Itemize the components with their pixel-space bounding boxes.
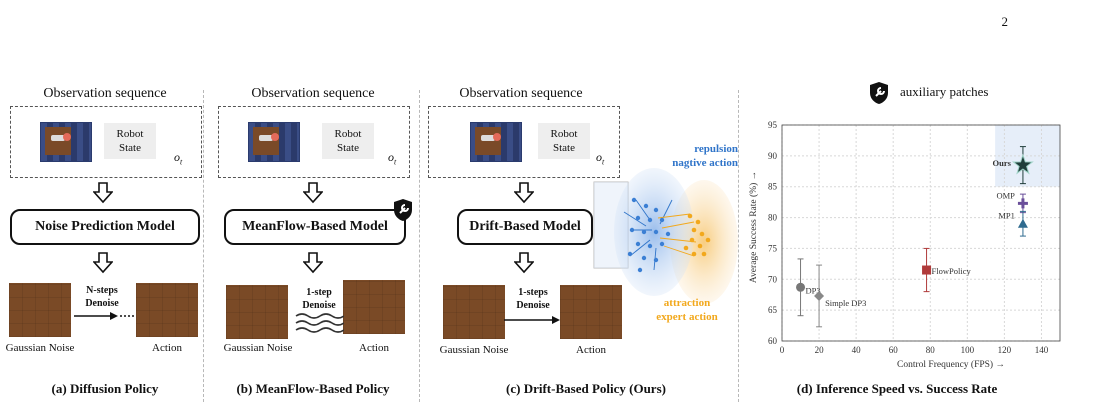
- marker-mp1: [1017, 218, 1028, 228]
- obs-title: Observation sequence: [251, 86, 375, 101]
- point-label: OMP: [996, 190, 1015, 200]
- down-arrow: [514, 182, 534, 204]
- drift-cloud-diagram: [593, 168, 738, 304]
- plot-frame: [781, 124, 1061, 342]
- noise-image: [226, 285, 288, 339]
- obs-box: [10, 106, 202, 178]
- repulsion-label: repulsion nagtive action: [672, 143, 738, 169]
- marker-ours: [1011, 153, 1034, 175]
- point-label: Simple DP3: [825, 298, 866, 308]
- x-tick-label: 60: [889, 345, 899, 355]
- obs-title: Observation sequence: [459, 86, 583, 101]
- wavy-lines: [295, 313, 344, 333]
- legend-label: auxiliary patches: [900, 84, 989, 99]
- model-box: MeanFlow-Based Model: [224, 209, 406, 245]
- robot-state-box: Robot State: [104, 123, 156, 159]
- y-tick-label: 65: [768, 305, 778, 315]
- noise-label: Gaussian Noise: [5, 342, 75, 354]
- robot-state-box: Robot State: [322, 123, 374, 159]
- action-image: [560, 285, 622, 339]
- y-tick-label: 80: [768, 213, 778, 223]
- step-arrow: [504, 316, 560, 324]
- obs-symbol: ot: [388, 150, 397, 167]
- point-label: Ours: [993, 158, 1012, 168]
- scatter-chart: 0 20 40 60 80 100 120 140 60 65 70 75 80 85 90 95Contro…: [748, 120, 1061, 370]
- y-tick-label: 70: [768, 274, 778, 284]
- x-tick-label: 80: [926, 345, 936, 355]
- step-label: 1-steps Denoise: [516, 287, 550, 311]
- noise-label: Gaussian Noise: [439, 344, 509, 356]
- marker-simple-dp3: [814, 290, 825, 301]
- noise-image: [9, 283, 71, 337]
- down-arrow: [93, 182, 113, 204]
- robot-thumbnail: [470, 122, 522, 162]
- x-tick-label: 40: [852, 345, 862, 355]
- action-image: [343, 280, 405, 334]
- divider-3: [738, 90, 739, 402]
- step-label: 1-step Denoise: [302, 287, 336, 311]
- robot-thumbnail: [248, 122, 300, 162]
- wrench-shield-icon: [392, 198, 414, 227]
- x-tick-label: 140: [1035, 345, 1049, 355]
- x-axis-label: Control Frequency (FPS) →: [897, 359, 1005, 370]
- down-arrow: [93, 252, 113, 274]
- obs-symbol: ot: [174, 150, 183, 167]
- noise-image: [443, 285, 505, 339]
- x-tick-label: 20: [815, 345, 825, 355]
- action-label: Action: [576, 344, 606, 356]
- point-label: DP3: [806, 285, 821, 295]
- model-box: Drift-Based Model: [457, 209, 593, 245]
- action-label: Action: [152, 342, 182, 354]
- marker-flowpolicy: [922, 265, 932, 275]
- y-tick-label: 60: [768, 336, 778, 346]
- obs-title: Observation sequence: [43, 86, 167, 101]
- action-image: [136, 283, 198, 337]
- panel-caption: (a) Diffusion Policy: [51, 381, 159, 396]
- down-arrow: [303, 182, 323, 204]
- down-arrow: [303, 252, 323, 274]
- point-label: MP1: [998, 211, 1015, 221]
- down-arrow: [514, 252, 534, 274]
- noise-label: Gaussian Noise: [223, 342, 293, 354]
- x-tick-label: 0: [780, 345, 785, 355]
- model-box: Noise Prediction Model: [10, 209, 200, 245]
- chart-title: (d) Inference Speed vs. Success Rate: [796, 381, 998, 396]
- divider-1: [203, 90, 204, 402]
- wrench-shield-icon: [868, 81, 890, 110]
- action-label: Action: [359, 342, 389, 354]
- attraction-label: attraction expert action: [656, 297, 718, 323]
- y-tick-label: 75: [768, 243, 778, 253]
- obs-box: [218, 106, 410, 178]
- page-number: 2: [1001, 14, 1009, 29]
- panel-caption: (c) Drift-Based Policy (Ours): [506, 381, 666, 396]
- y-tick-label: 90: [768, 151, 778, 161]
- obs-symbol: ot: [596, 150, 605, 167]
- x-tick-label: 100: [961, 345, 975, 355]
- x-tick-label: 120: [998, 345, 1012, 355]
- panel-caption: (b) MeanFlow-Based Policy: [236, 381, 390, 396]
- marker-dp3: [796, 282, 806, 292]
- y-axis-label: Average Success Rate (%) →: [748, 171, 759, 283]
- divider-2: [419, 90, 420, 402]
- step-label: N-steps Denoise: [85, 285, 119, 309]
- y-tick-label: 85: [768, 182, 778, 192]
- obs-box: [428, 106, 620, 178]
- point-label: FlowPolicy: [932, 266, 972, 276]
- robot-state-box: Robot State: [538, 123, 590, 159]
- step-arrow: [74, 312, 134, 320]
- robot-thumbnail: [40, 122, 92, 162]
- y-tick-label: 95: [768, 120, 778, 130]
